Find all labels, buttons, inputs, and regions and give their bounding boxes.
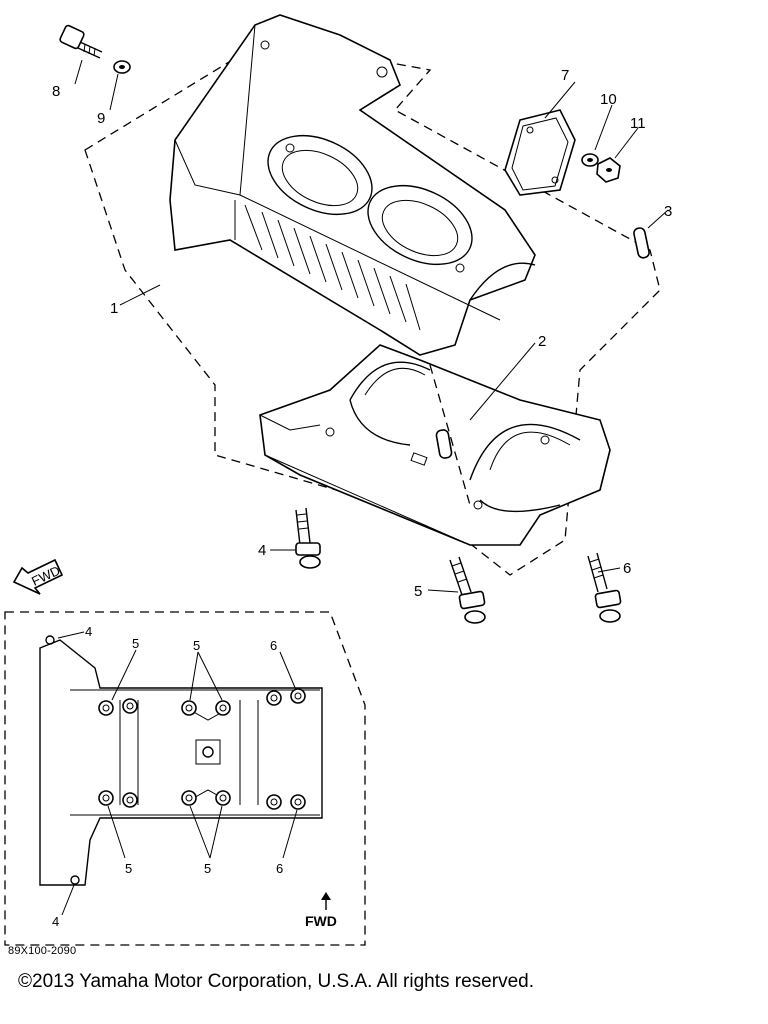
upper-crankcase: [169, 14, 536, 356]
inset-callout-4-top: 4: [85, 624, 92, 639]
bolt-8: [59, 24, 103, 59]
dowel-pin-3: [633, 227, 650, 259]
inset-bolt-heads: [98, 688, 306, 810]
inset-callout-5-top-a: 5: [132, 636, 139, 651]
bolt-5: [449, 556, 486, 624]
callout-3: 3: [664, 203, 672, 220]
callout-9: 9: [97, 110, 105, 127]
callout-2: 2: [538, 333, 546, 350]
copyright-notice: ©2013 Yamaha Motor Corporation, U.S.A. A…: [18, 971, 534, 992]
fwd-arrow-label: FWD: [29, 563, 62, 589]
inset-callout-6-top: 6: [270, 638, 277, 653]
inset-fwd-label: FWD: [305, 913, 337, 929]
nut-11: [596, 157, 621, 183]
exploded-crankcase-diagram: FWD 8 9 1 2 3 7 10 11 4 5 6: [4, 14, 672, 946]
inset-callout-5-bottom-b: 5: [204, 861, 211, 876]
callout-6: 6: [623, 560, 631, 577]
callout-10: 10: [600, 91, 617, 108]
inset-callout-6-bottom: 6: [276, 861, 283, 876]
inset-bolt-pattern: 4 5 5 6 5 5 6 4 FWD: [4, 611, 366, 946]
washer-10: [581, 153, 599, 167]
lower-crankcase: [259, 344, 611, 546]
callout-8: 8: [52, 83, 60, 100]
callout-7: 7: [561, 67, 569, 84]
callout-11: 11: [630, 115, 646, 132]
inset-callout-5-top-b: 5: [193, 638, 200, 653]
bolt-4: [295, 507, 321, 569]
bolt-6: [587, 552, 622, 623]
callout-1: 1: [110, 300, 118, 317]
leader-lines: [74, 59, 669, 593]
callout-5: 5: [414, 583, 422, 600]
inset-callout-4-bottom: 4: [52, 914, 59, 929]
fwd-direction-arrow: FWD: [12, 558, 64, 595]
cover-plate-7: [504, 109, 576, 196]
drawing-code: 89X100-2090: [8, 945, 77, 957]
washer-9: [113, 60, 131, 74]
inset-callout-5-bottom-a: 5: [125, 861, 132, 876]
callout-4: 4: [258, 542, 266, 559]
